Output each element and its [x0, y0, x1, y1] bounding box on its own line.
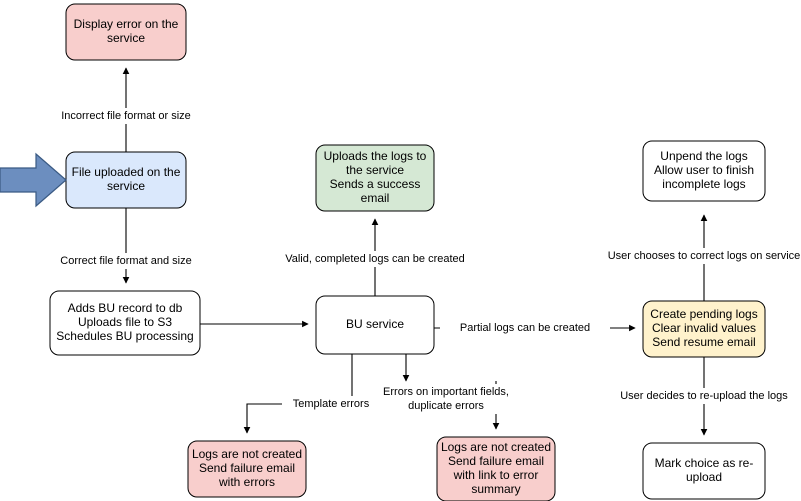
edge-label: Correct file format and size [60, 255, 191, 267]
node-mark-choice-reupload[interactable]: Mark choice as re-upload [642, 442, 766, 500]
node-label-line: with link to error [453, 468, 539, 482]
entry-arrow-icon [0, 152, 67, 208]
edge-bu-service-to-template-errors: Template errors [243, 354, 380, 434]
node-label-line: Sends a success [330, 177, 421, 191]
edge-label: User chooses to correct logs on service [608, 250, 801, 262]
edge-label: Partial logs can be created [460, 322, 590, 334]
edge-label-backdrop [583, 248, 801, 264]
node-label-line: incomplete logs [662, 177, 745, 191]
node-label-line: upload [686, 470, 722, 484]
node-label-line: Send resume email [652, 335, 755, 349]
edge-label: Errors on important fields, [383, 386, 509, 398]
edge-bu-service-to-error-summary: Errors on important fields, duplicate err… [361, 354, 531, 430]
edge-upload-to-display-error: Incorrect file format or size [35, 67, 217, 152]
edge-label: Template errors [293, 398, 370, 410]
node-label-line: Create pending logs [650, 307, 757, 321]
node-shape[interactable] [65, 3, 187, 61]
edge-label: duplicate errors [408, 400, 484, 412]
node-label-line: email [361, 191, 390, 205]
edge-label-backdrop [35, 108, 217, 124]
node-shape[interactable] [187, 440, 307, 498]
node-shape[interactable] [315, 295, 435, 355]
node-label-line: summary [471, 482, 520, 496]
node-label-line: Uploads file to S3 [78, 315, 172, 329]
node-label-line: Send failure email [199, 461, 295, 475]
node-label-line: Allow user to finish [654, 163, 754, 177]
edge-label: Incorrect file format or size [61, 110, 191, 122]
node-shape[interactable] [49, 290, 201, 356]
node-label-line: service [107, 31, 145, 45]
node-shape[interactable] [315, 144, 435, 212]
node-label-line: Schedules BU processing [56, 329, 193, 343]
node-label-line: Clear invalid values [652, 321, 756, 335]
node-label-line: Uploads the logs to [324, 149, 427, 163]
edge-label-backdrop [38, 253, 214, 269]
edge-label-backdrop [282, 396, 380, 412]
edge-path [243, 354, 353, 434]
node-label-line: Logs are not created [441, 440, 551, 454]
node-shape[interactable] [436, 436, 556, 501]
entry-arrow-layer [0, 152, 67, 208]
edge-bu-service-to-uploads-logs: Valid, completed logs can be created [263, 218, 487, 296]
edge-label: User decides to re-upload the logs [620, 390, 788, 402]
node-label-line: File uploaded on the [72, 165, 181, 179]
edge-bu-service-to-create-pending: Partial logs can be created [434, 320, 636, 336]
node-label-line: Logs are not created [192, 447, 302, 461]
node-shape[interactable] [642, 300, 766, 358]
node-label-line: with errors [218, 475, 275, 489]
edge-create-pending-to-unpend: User chooses to correct logs on service [583, 214, 801, 301]
node-label-line: Send failure email [448, 454, 544, 468]
node-bu-service[interactable]: BU service [315, 295, 435, 355]
node-label-line: Unpend the logs [660, 149, 747, 163]
edge-label-backdrop [394, 398, 498, 414]
node-label-line: service [107, 179, 145, 193]
edge-label-backdrop [263, 251, 487, 267]
node-label-line: BU service [346, 317, 404, 331]
edge-label-backdrop [361, 384, 531, 400]
node-label-line: Adds BU record to db [68, 301, 183, 315]
edge-label-backdrop [440, 320, 610, 336]
node-label-line: Mark choice as re- [655, 456, 754, 470]
node-shape[interactable] [642, 442, 766, 500]
node-shape[interactable] [642, 140, 766, 202]
node-label-line: Display error on the [74, 17, 179, 31]
node-label-line: the service [346, 163, 404, 177]
edge-label-backdrop [598, 388, 801, 404]
edge-label: Valid, completed logs can be created [285, 253, 465, 265]
edge-create-pending-to-mark-choice: User decides to re-upload the logs [598, 357, 801, 436]
edge-upload-to-adds-record: Correct file format and size [38, 208, 214, 284]
